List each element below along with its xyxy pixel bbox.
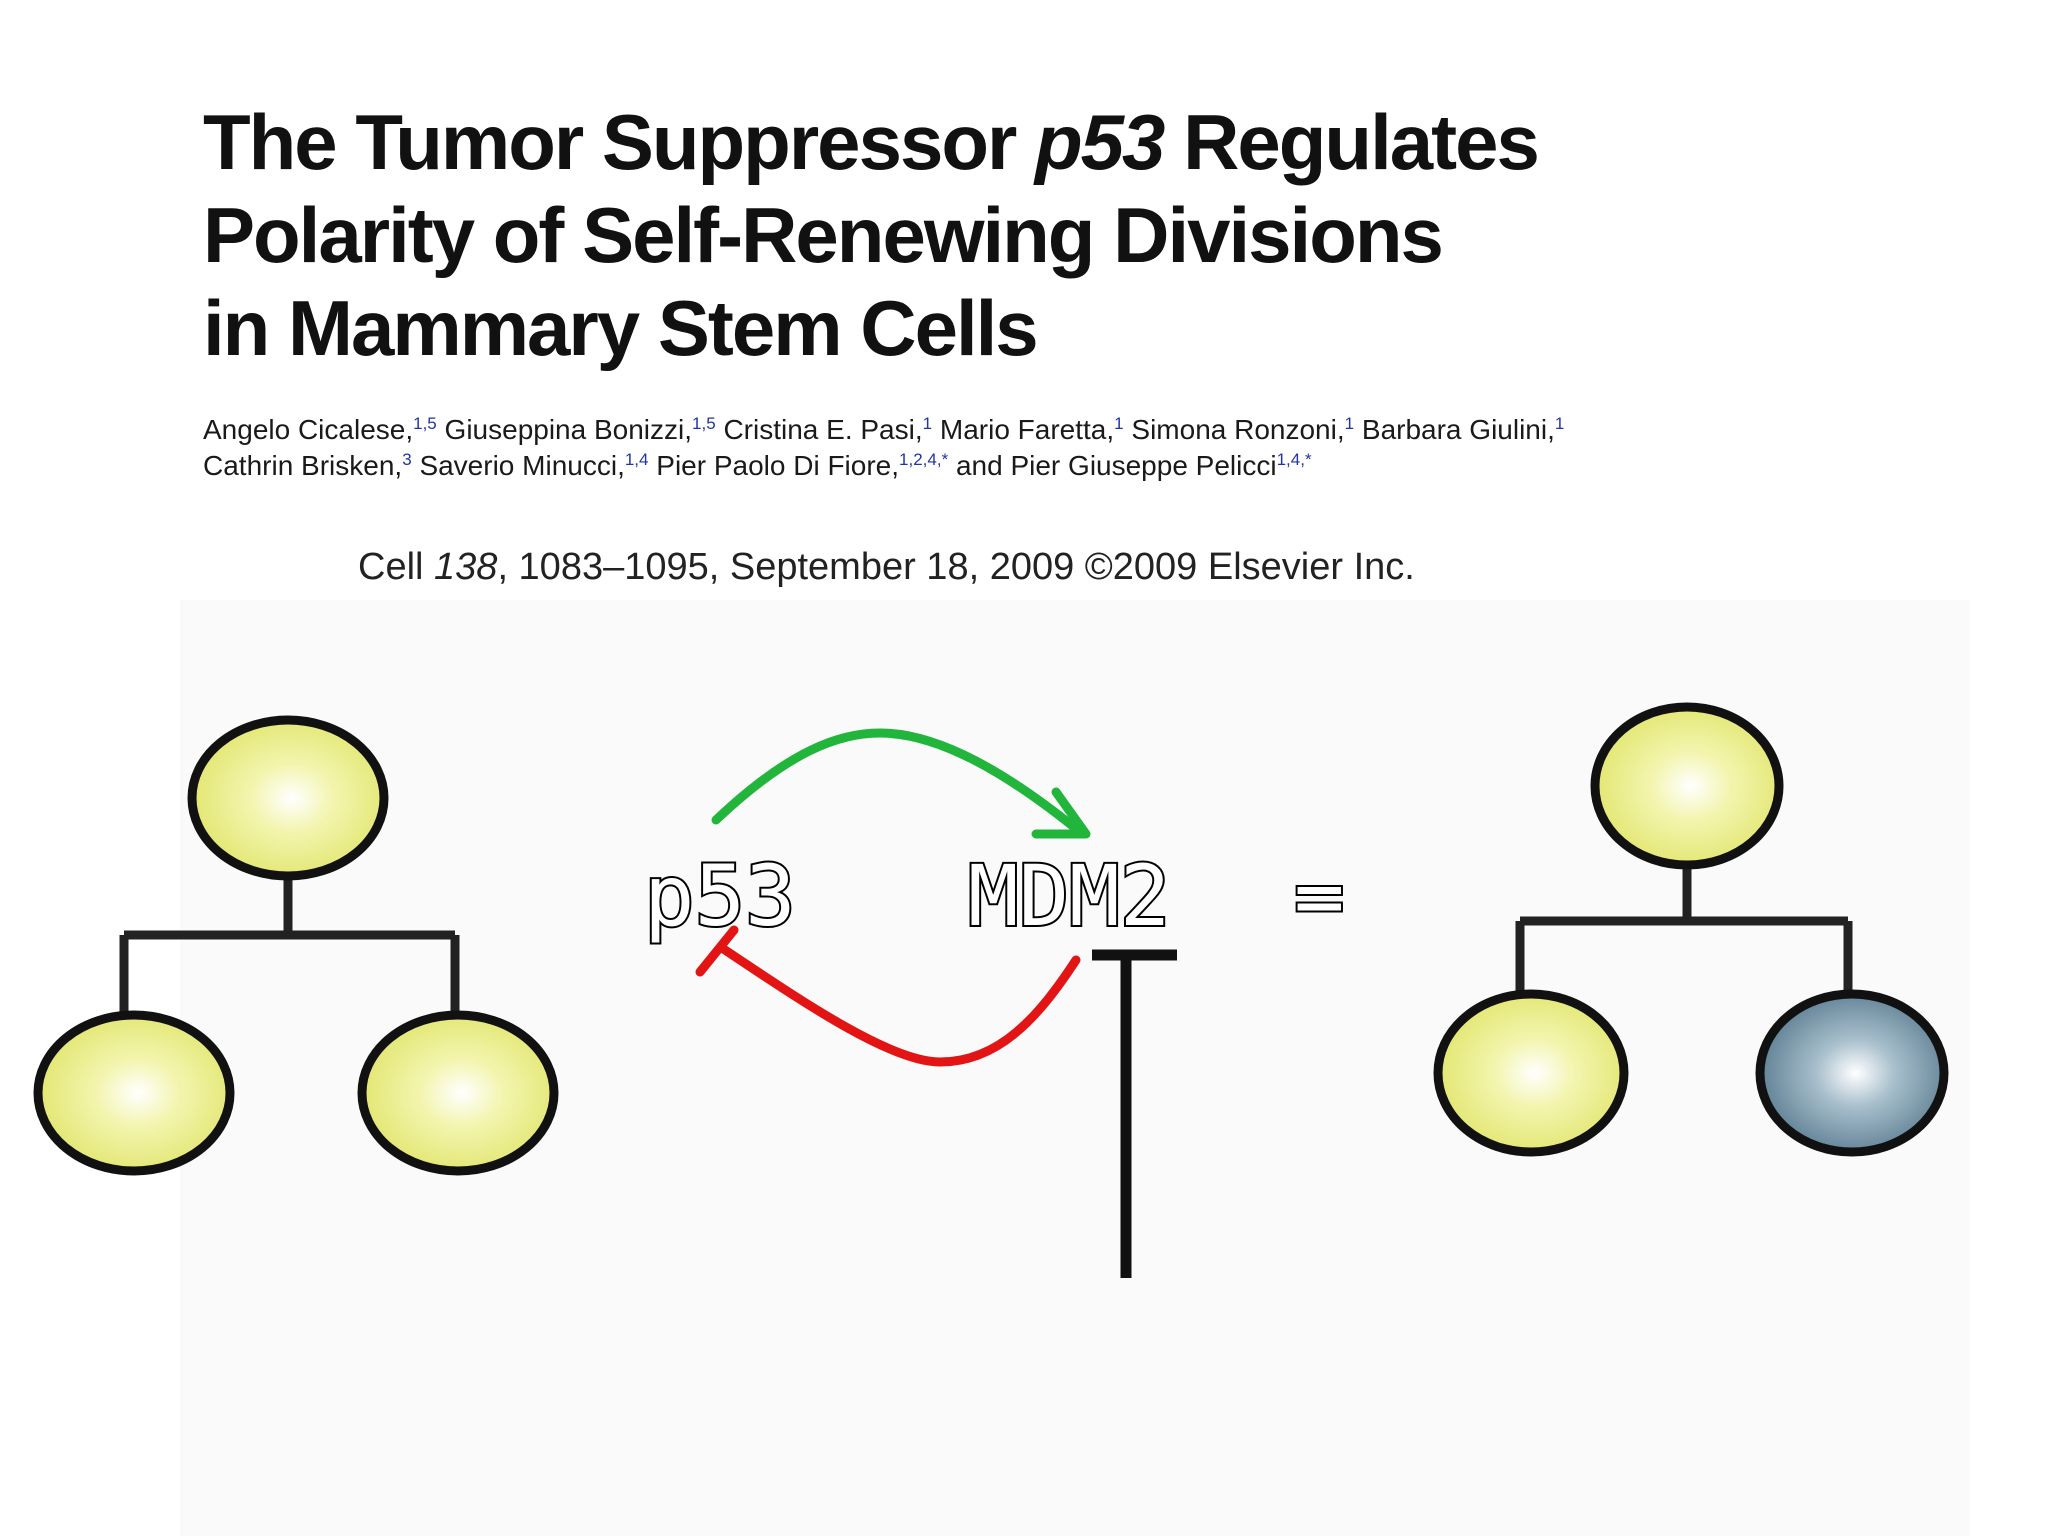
inhibition-arrow-curve (717, 943, 1081, 1067)
author: Angelo Cicalese, (203, 414, 414, 445)
author-affiliation: 3 (402, 450, 412, 469)
title-gene-name: p53 (1035, 98, 1165, 186)
equals-sign: = (1294, 847, 1345, 945)
author: Simona Ronzoni, (1131, 414, 1345, 445)
paper-title: The Tumor Suppressor p53 Regulates Polar… (203, 96, 1540, 375)
title-line-1: The Tumor Suppressor p53 Regulates (203, 96, 1540, 189)
citation-volume: 138 (434, 546, 498, 588)
author-affiliation: 1 (1344, 414, 1355, 433)
author: Saverio Minucci, (419, 450, 625, 481)
p53-label: p53 (644, 847, 796, 945)
activation-arrow (711, 728, 1091, 839)
author: Cathrin Brisken, (203, 450, 403, 481)
author: and Pier Giuseppe Pelicci (955, 450, 1277, 481)
author-affiliation: 1 (922, 414, 933, 433)
author-affiliation: 1,5 (692, 414, 716, 433)
left-parent-cell (187, 715, 389, 881)
author: Mario Faretta, (939, 414, 1115, 445)
left-tree-lines (119, 874, 460, 1013)
symmetric-division-tree (33, 715, 559, 1176)
author-affiliation: 1,4,* (1276, 450, 1312, 469)
author-affiliation: 1 (1554, 414, 1565, 433)
title-line-1-post: Regulates (1163, 98, 1540, 186)
left-daughter-cell-1 (33, 1010, 235, 1176)
right-parent-cell (1590, 702, 1784, 870)
author-list: Angelo Cicalese,1,5 Giuseppina Bonizzi,1… (203, 412, 1564, 484)
title-line-2: Polarity of Self-Renewing Divisions (203, 191, 1444, 279)
citation-details: , 1083–1095, September 18, 2009 ©2009 El… (497, 546, 1415, 588)
mdm2-inhibitor-line (1092, 949, 1177, 1278)
right-daughter-cell-blue (1755, 989, 1949, 1157)
author-affiliation: 1,5 (413, 414, 437, 433)
citation-journal: Cell (358, 546, 435, 588)
inhibition-bar (695, 925, 739, 977)
author: Pier Paolo Di Fiore, (656, 450, 900, 481)
author-affiliation: 1,2,4,* (899, 450, 949, 469)
right-daughter-cell-yellow (1433, 989, 1629, 1157)
title-line-1-pre: The Tumor Suppressor (203, 98, 1035, 186)
inhibition-arrow (695, 925, 1081, 1067)
title-line-3: in Mammary Stem Cells (203, 284, 1039, 372)
author: Cristina E. Pasi, (723, 414, 923, 445)
author: Giuseppina Bonizzi, (444, 414, 693, 445)
activation-arrowhead (1031, 787, 1091, 839)
author-line-2: Cathrin Brisken,3 Saverio Minucci,1,4 Pi… (203, 448, 1564, 484)
author-line-1: Angelo Cicalese,1,5 Giuseppina Bonizzi,1… (203, 412, 1564, 448)
left-daughter-cell-2 (357, 1010, 559, 1176)
right-tree-lines (1515, 862, 1853, 1000)
asymmetric-division-tree (1433, 702, 1949, 1157)
author-affiliation: 1 (1114, 414, 1124, 433)
author-affiliation: 1,4 (624, 450, 649, 469)
mdm2-label: MDM2 (968, 847, 1170, 945)
citation: Cell 138, 1083–1095, September 18, 2009 … (358, 543, 1415, 591)
author: Barbara Giulini, (1361, 414, 1555, 445)
activation-arrow-curve (711, 728, 1085, 837)
